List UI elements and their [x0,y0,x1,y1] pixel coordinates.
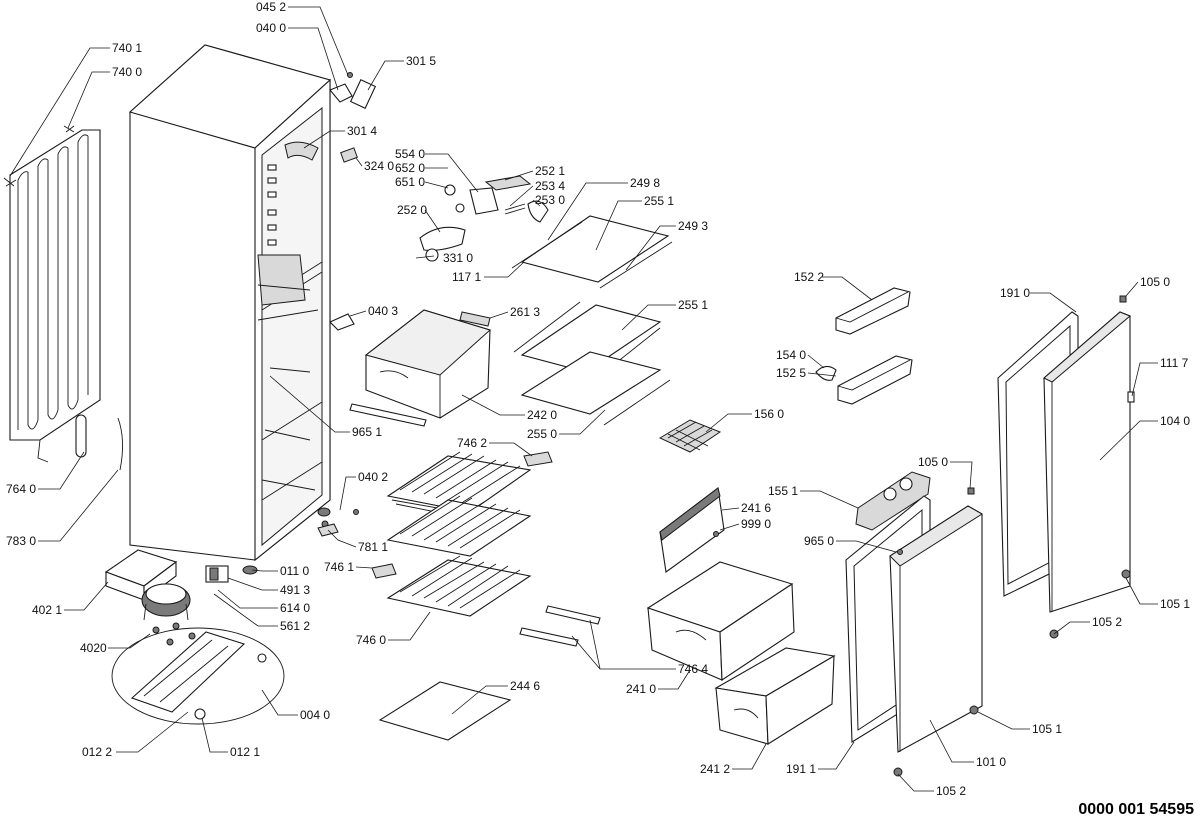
label-152-5: 152 5 [776,366,806,380]
drawer-rail [349,403,427,427]
label-614-0: 614 0 [280,601,310,615]
label-045-2: 045 2 [256,0,286,14]
label-4020: 4020 [80,641,107,655]
drain-hose [117,417,123,471]
label-plate [340,147,358,163]
label-764-0: 764 0 [6,482,36,496]
label-999-0: 999 0 [741,517,771,531]
label-783-0: 783 0 [6,534,36,548]
label-040-2: 040 2 [358,470,388,484]
label-261-3: 261 3 [510,305,540,319]
label-241-0: 241 0 [626,682,656,696]
freezer-drawer-small [714,647,836,745]
condenser-coil [9,129,101,463]
label-746-1: 746 1 [324,560,354,574]
label-249-8: 249 8 [630,176,660,190]
label-105-0-mid: 105 0 [918,455,948,469]
label-244-6: 244 6 [510,679,540,693]
label-965-1: 965 1 [352,425,382,439]
freezer-door [889,505,983,753]
label-004-0: 004 0 [300,708,330,722]
label-105-1-right: 105 1 [1160,597,1190,611]
label-255-0: 255 0 [527,427,557,441]
label-554-0: 554 0 [395,147,425,161]
lamp-cover-fridge [284,141,319,161]
door-balcony-upper [835,287,911,335]
label-252-1: 252 1 [535,164,565,178]
door-balcony-middle [815,355,913,405]
label-402-1: 402 1 [32,603,62,617]
label-331-0: 331 0 [443,251,473,265]
leader-lines [9,6,1158,792]
condenser-brackets [3,125,75,187]
label-241-6: 241 6 [741,501,771,515]
label-252-0: 252 0 [397,203,427,217]
label-011-0: 011 0 [280,564,309,578]
basket-clips [371,451,601,647]
label-156-0: 156 0 [754,407,784,421]
callout-labels: 045 2 040 0 740 1 740 0 301 5 301 4 324 … [6,0,1190,798]
label-255-1-upper: 255 1 [644,194,674,208]
label-301-4: 301 4 [347,124,377,138]
label-154-0: 154 0 [776,348,806,362]
label-255-1-middle: 255 1 [678,298,708,312]
chiller-drawer [364,309,491,419]
label-152-2: 152 2 [794,270,824,284]
label-652-0: 652 0 [395,161,425,175]
glass-shelf-upper [511,215,673,289]
label-249-3: 249 3 [678,219,708,233]
freezer-door-balcony [855,471,931,531]
label-040-0: 040 0 [256,21,286,35]
label-253-4: 253 4 [535,179,565,193]
label-740-0: 740 0 [112,65,142,79]
label-324-0: 324 0 [364,159,394,173]
freezer-flap [659,486,725,573]
label-965-0: 965 0 [804,534,834,548]
label-191-0: 191 0 [1000,286,1030,300]
label-040-3: 040 3 [368,304,398,318]
label-740-1: 740 1 [112,41,142,55]
label-105-0-top: 105 0 [1140,275,1170,289]
compressor [141,583,191,621]
compressor-relay [205,565,229,583]
label-111-7: 111 7 [1160,356,1189,370]
freezer-drawer-large [646,561,795,682]
label-242-0: 242 0 [527,408,557,422]
freezer-bottom-sheet [378,681,512,741]
label-651-0: 651 0 [395,175,425,189]
label-105-1-bottom: 105 1 [1032,722,1062,736]
label-105-2-bottom: 105 2 [936,784,966,798]
label-012-1: 012 1 [230,745,260,759]
label-746-0: 746 0 [356,633,386,647]
fridge-door [1043,311,1135,613]
label-746-2: 746 2 [457,436,487,450]
label-101-0: 101 0 [976,755,1006,769]
freezer-basket-lower [386,555,532,617]
label-155-1: 155 1 [768,484,798,498]
glass-shelf-lower [520,351,671,426]
label-781-1: 781 1 [358,540,388,554]
freezer-basket-middle [386,495,532,557]
coil-insulation-tube [75,414,87,458]
label-117-1: 117 1 [452,270,481,284]
shelf-bracket [329,313,355,331]
label-301-5: 301 5 [406,54,436,68]
label-012-2: 012 2 [82,745,112,759]
label-241-2: 241 2 [700,762,730,776]
label-561-2: 561 2 [280,619,310,633]
drawing-code: 0000 001 54595 [1078,801,1194,818]
top-hinge-parts [329,72,377,109]
compressor-mount-plate [111,627,285,725]
rubber-grommets [152,622,196,646]
label-253-0: 253 0 [535,193,565,207]
label-746-4: 746 4 [678,662,708,676]
label-491-3: 491 3 [280,583,310,597]
cabinet [128,44,332,575]
egg-tray [658,419,722,453]
label-191-1: 191 1 [786,762,816,776]
label-105-2-right: 105 2 [1092,615,1122,629]
thermostat-group [419,175,549,262]
label-104-0: 104 0 [1160,414,1190,428]
